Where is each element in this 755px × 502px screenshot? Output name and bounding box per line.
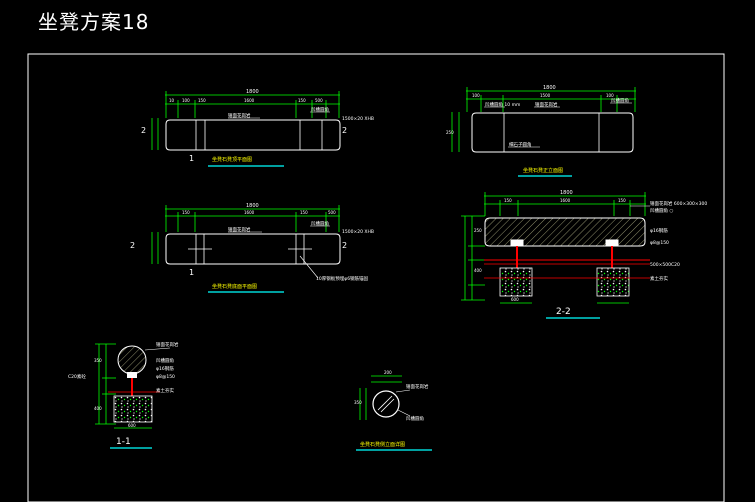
dim-total: 1800 [543,85,556,91]
section-mark-right: 2 [342,241,347,250]
label: 凹槽圆角 10 mm [485,101,520,108]
dim-side: 400 [94,406,102,411]
label: 素土夯实 [156,387,174,394]
section-mark-bottom: 1 [189,154,194,163]
label: 细石子圆角 [509,141,532,148]
label: 凹槽圆角 [611,97,629,104]
section-mark-bottom: 1 [189,268,194,277]
label: 锤面花岗岩 [535,101,558,108]
dim-total: 1800 [246,203,259,209]
label: φ8@150 [156,374,175,380]
dim-total: 1800 [560,190,573,196]
label: φ8@150 [650,240,669,246]
dim-side: 400 [474,268,482,273]
note: 10厚钢板预埋φ6钢筋锚固 [316,275,369,282]
dim-seg: 1600 [560,198,571,203]
dim-seg: 1600 [244,98,255,103]
label: 500×500C20 [650,262,680,268]
dim-seg: 100 [182,98,190,103]
label: 锤面花岗岩 [228,112,251,119]
section-2-2-view: 1800 150 1600 150 250 400 [461,190,707,319]
dim-seg: 1600 [244,210,255,215]
dim-side: 350 [354,400,362,405]
dim-seg: 100 [606,93,614,98]
section-1-1-view: 350 400 600 锤面花岗岩 凹槽圆角 φ16钢筋 φ8@150 C20素… [68,341,179,449]
view-title: 坐凳石凳顶平面图 [212,156,252,163]
label: 1500×20 XHB [342,229,374,235]
label: φ16钢筋 [650,227,668,234]
label: 凹槽圆角 ○ [650,207,673,214]
dim-seg: 500 [328,210,336,215]
label: C20素砼 [68,373,86,380]
label: 凹槽圆角 [156,357,174,364]
label: 凹槽圆角 [311,220,329,227]
bottom-plan-view: 1800 150 1600 150 500 2 2 锤面花岗岩 凹槽圆角 150… [130,203,374,293]
view-title: 2-2 [556,307,571,317]
view-title: 1-1 [116,437,131,447]
label: φ16钢筋 [156,365,174,372]
view-title: 坐凳石凳侧立面详图 [360,441,405,448]
dim-side: 350 [94,358,102,363]
dim-seg: 150 [198,98,206,103]
label: 素土夯实 [650,275,668,282]
dim-side: 250 [446,130,454,135]
dim-footing: 600 [511,297,519,302]
dim-seg: 150 [300,210,308,215]
dim-side: 250 [474,228,482,233]
section-mark-left: 2 [130,241,135,250]
label: 锤面花岗岩 [406,383,429,390]
end-detail-view: 200 350 锤面花岗岩 凹槽圆角 坐凳石凳侧立面详图 [354,370,432,451]
dim-seg: 150 [504,198,512,203]
dim-footing: 600 [128,423,136,428]
page-title: 坐凳方案18 [38,10,150,34]
dim-seg: 100 [472,93,480,98]
drawing-frame [27,53,725,502]
dim-seg: 150 [182,210,190,215]
dim-seg: 200 [384,370,392,375]
label: 锤面花岗岩 [228,226,251,233]
dim-seg: 150 [298,98,306,103]
front-elevation-view: 1800 100 1500 100 250 凹槽圆角 10 mm 锤面花岗岩 凹… [446,85,636,177]
label: 凹槽圆角 [311,106,329,113]
label: 凹槽圆角 [406,415,424,422]
top-plan-view: 1800 10 100 150 1600 150 500 2 2 锤面花岗岩 凹… [141,89,374,167]
view-title: 坐凳石凳正立面图 [523,167,563,174]
label: 锤面花岗岩 600×300×300 [650,200,707,207]
dim-seg: 10 [169,98,175,103]
dim-total: 1800 [246,89,259,95]
section-mark-right: 2 [342,126,347,135]
dim-seg: 1500 [540,93,551,98]
label: 锤面花岗岩 [156,341,179,348]
dim-seg: 150 [618,198,626,203]
section-mark-left: 2 [141,126,146,135]
dim-seg: 500 [315,98,323,103]
view-title: 坐凳石凳底面平面图 [212,283,257,290]
label: 1500×20 XHB [342,116,374,122]
